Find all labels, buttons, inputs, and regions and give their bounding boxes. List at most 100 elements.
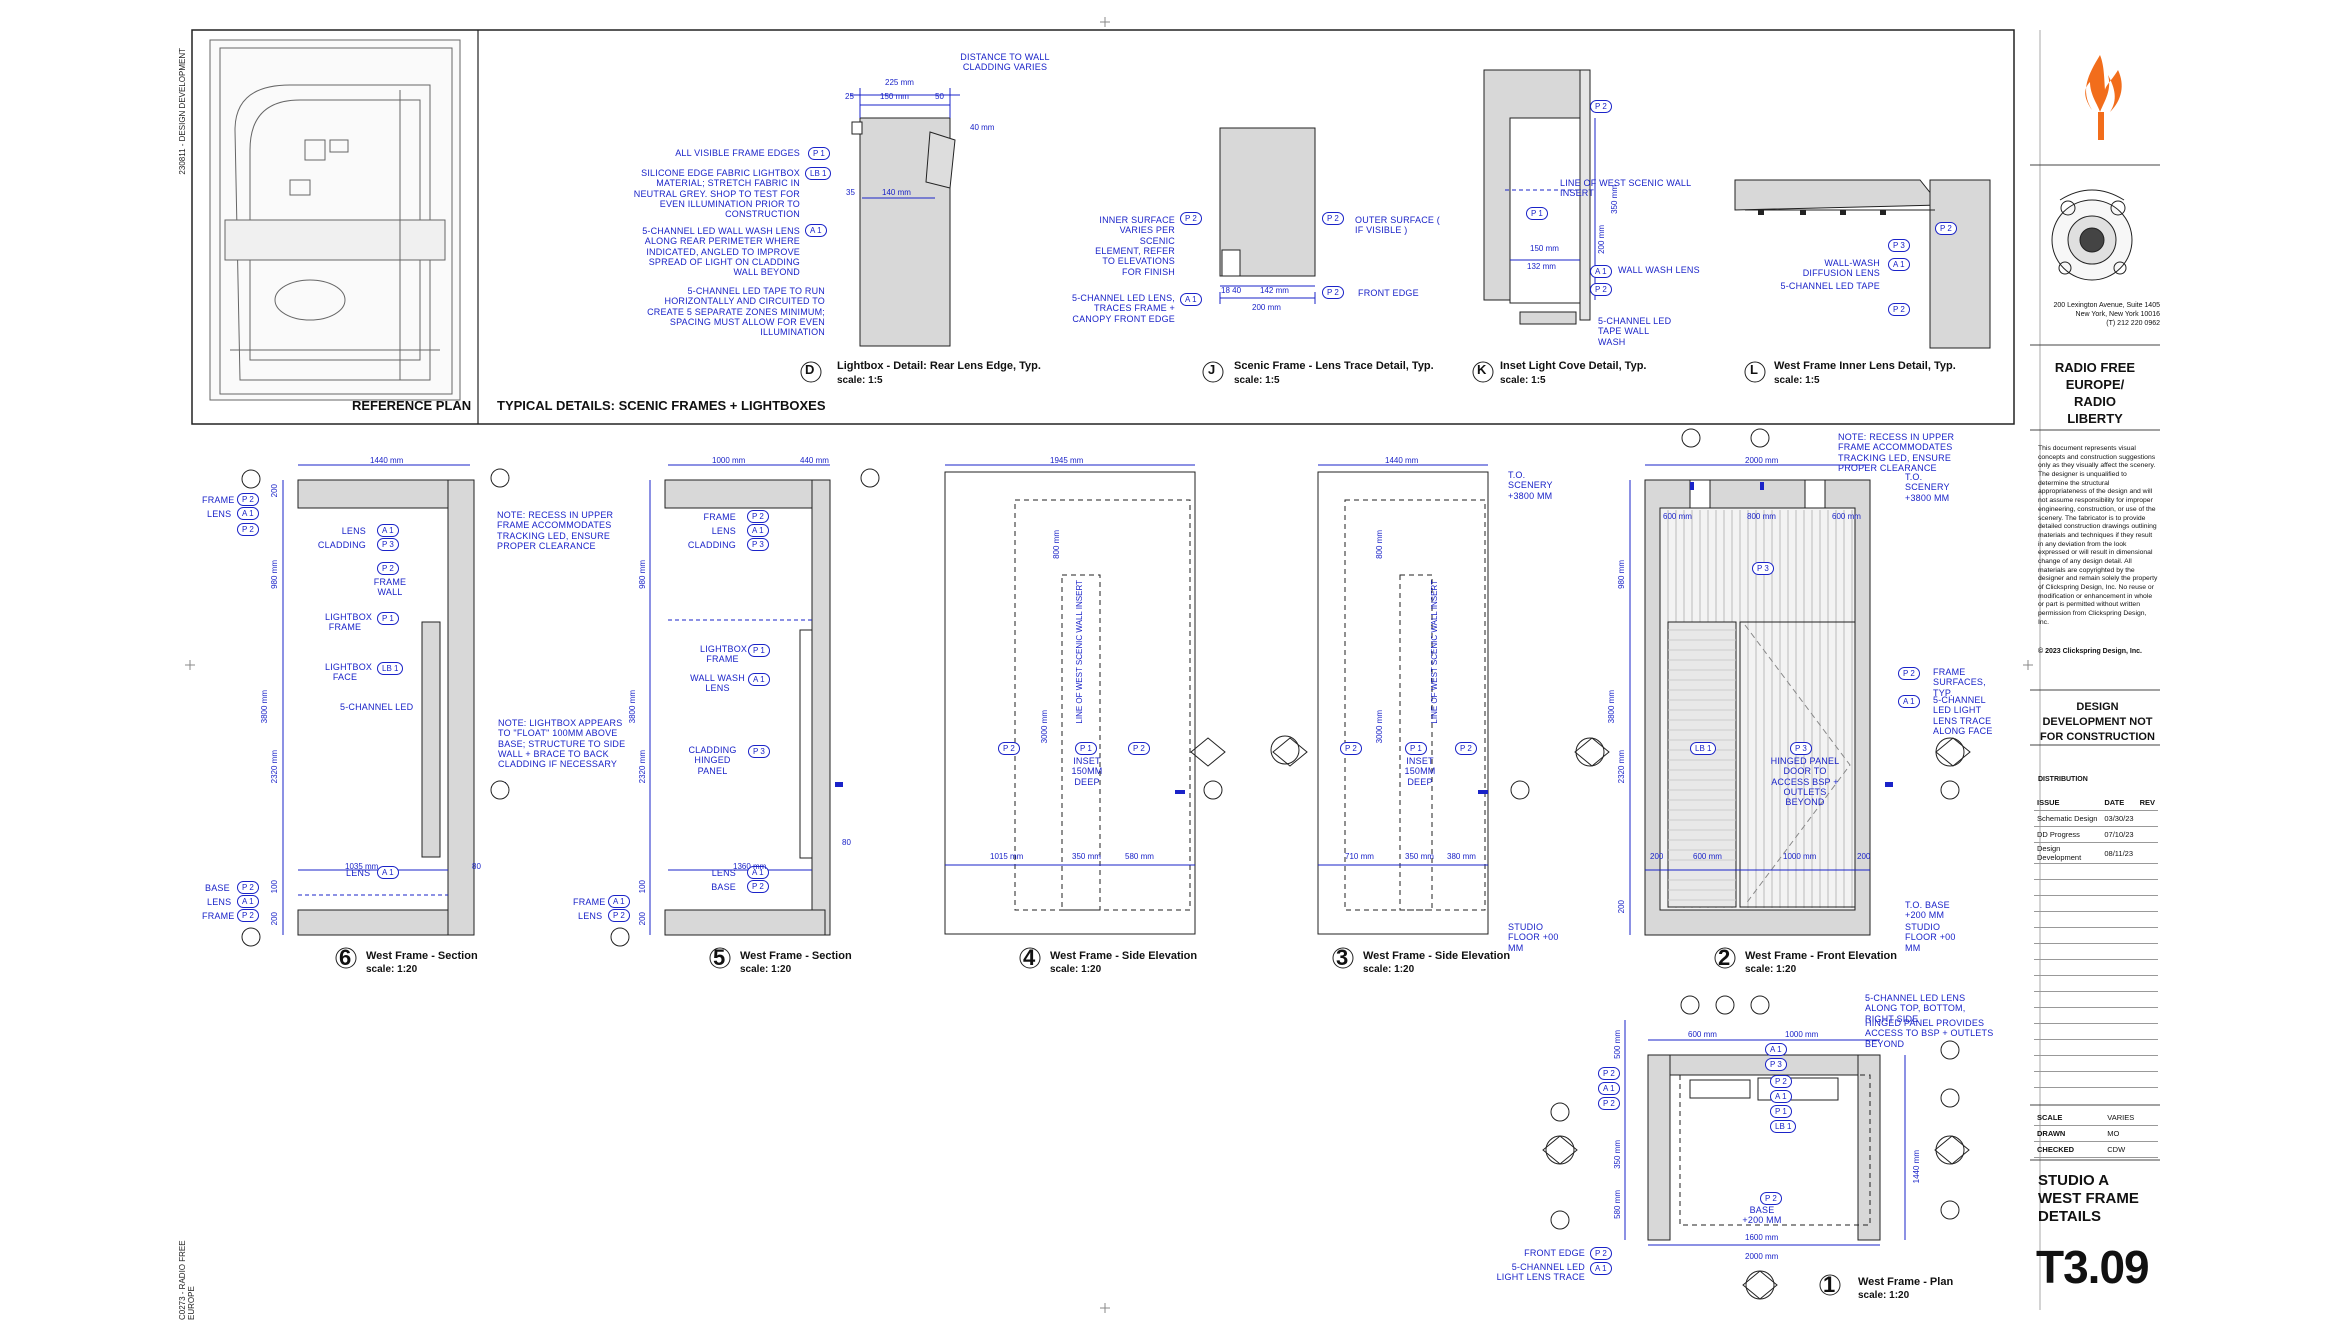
tag-p2-v1-front: P 2 — [1590, 1247, 1612, 1260]
label-cladding-v6: CLADDING — [317, 540, 366, 550]
label-base-v6: BASE — [205, 883, 230, 893]
label-lens-v5: LENS — [711, 526, 736, 536]
dim-v6-80: 80 — [472, 862, 481, 871]
dim-50: 50 — [935, 92, 944, 101]
dim-v6-1035: 1035 mm — [345, 862, 379, 871]
table-row: CHECKED CDW — [2034, 1141, 2158, 1158]
detail-d-drawing — [850, 88, 960, 347]
disclaimer-text: This document represents visual concepts… — [2038, 445, 2158, 626]
tag-p2-v4-right: P 2 — [1128, 742, 1150, 755]
client-name: RADIO FREE EUROPE/ RADIO LIBERTY — [2054, 360, 2136, 426]
dim-v2-3800: 3800 mm — [1607, 690, 1616, 724]
dim-v6-200-top: 200 — [270, 484, 279, 498]
tag-lb1-v1: LB 1 — [1770, 1120, 1797, 1133]
rev-header: REV — [2136, 795, 2158, 811]
dim-25: 25 — [845, 92, 854, 101]
label-line-insert-v3: LINE OF WEST SCENIC WALL INSERT — [1430, 580, 1439, 724]
typical-details-heading: TYPICAL DETAILS: SCENIC FRAMES + LIGHTBO… — [497, 398, 826, 413]
reference-plan-drawing — [209, 39, 461, 401]
view-1-title: West Frame - Plan — [1858, 1276, 1954, 1288]
emblem-seal-icon — [2051, 189, 2133, 281]
tag-p1-v1: P 1 — [1770, 1105, 1792, 1118]
note-j-lens: 5-CHANNEL LED LENS, TRACES FRAME + CANOP… — [1072, 293, 1175, 324]
tag-p2-v5-base: P 2 — [747, 880, 769, 893]
tag-a1-k: A 1 — [1590, 265, 1612, 278]
view-3-scale: scale: 1:20 — [1363, 964, 1415, 975]
tag-p3-v5-hinged: P 3 — [748, 745, 770, 758]
dim-35: 35 — [846, 188, 855, 197]
dim-v2-200: 200 — [1650, 852, 1664, 861]
detail-d-scale: scale: 1:5 — [837, 375, 883, 386]
dim-v1-1440: 1440 mm — [1912, 1150, 1921, 1184]
view-6-section-drawing — [282, 464, 506, 936]
note-k-line: LINE OF WEST SCENIC WALL INSERT — [1560, 178, 1691, 199]
view-1-scale: scale: 1:20 — [1858, 1290, 1910, 1301]
tag-p2-v1-left: P 2 — [1598, 1067, 1620, 1080]
dim-v1-350: 350 mm — [1613, 1140, 1622, 1169]
note-to-scenery-v2: T.O. SCENERY +3800 mm — [1905, 472, 1950, 503]
tag-p3-v2: P 3 — [1752, 562, 1774, 575]
view-marker-1 — [1819, 1274, 1841, 1296]
tag-p2-v4-left: P 2 — [998, 742, 1020, 755]
tag-p2-k-b: P 2 — [1590, 283, 1612, 296]
dim-v4-3000: 3000 mm — [1040, 710, 1049, 744]
note-v2-lens: 5-CHANNEL LED LIGHT LENS TRACE ALONG FAC… — [1933, 695, 1993, 737]
label-lens-v6-base: LENS — [207, 897, 232, 907]
view-5-section-drawing — [649, 464, 843, 936]
note-d-tape: 5-CHANNEL LED TAPE TO RUN HORIZONTALLY A… — [647, 286, 825, 338]
label-lens-v5-bottom: LENS — [711, 868, 736, 878]
dim-v4-1015: 1015 mm — [990, 852, 1024, 861]
label-frame-v6-base: FRAME — [202, 911, 235, 921]
scale-value: VARIES — [2104, 1110, 2158, 1126]
tag-p1-v5: P 1 — [748, 644, 770, 657]
table-row: Design Development 08/11/23 — [2034, 842, 2158, 864]
dim-v5-980: 980 mm — [638, 560, 647, 589]
detail-l-title: West Frame Inner Lens Detail, Typ. — [1774, 360, 1956, 372]
view-2-title: West Frame - Front Elevation — [1745, 950, 1897, 962]
dim-v4-580: 580 mm — [1125, 852, 1154, 861]
dim-j-1840: 18 40 — [1221, 286, 1242, 295]
tag-p2-l-b: P 2 — [1888, 303, 1910, 316]
dim-v1-505: 500 mm — [1613, 1030, 1622, 1059]
note-d-distance: DISTANCE TO WALL CLADDING VARIES — [960, 52, 1050, 73]
dim-j-200: 200 mm — [1252, 303, 1281, 312]
dim-v1-2000: 2000 mm — [1745, 1252, 1779, 1261]
view-1-number: 1 — [1823, 1272, 1836, 1297]
dim-k-132: 132 mm — [1527, 262, 1556, 271]
dim-v2-600-b: 600 mm — [1693, 852, 1722, 861]
note-v6-float: NOTE: LIGHTBOX APPEARS TO "FLOAT" 100mm … — [498, 718, 626, 770]
issue-name: Design Development — [2034, 842, 2102, 864]
sheet-number: T3.09 — [2036, 1241, 2150, 1293]
side-label-bottom: C0273 - RADIO FREE EUROPE — [178, 1240, 196, 1320]
tag-p1-v6: P 1 — [377, 612, 399, 625]
dim-v3-350: 350 mm — [1405, 852, 1434, 861]
note-v5-recess: NOTE: RECESS IN UPPER FRAME ACCOMMODATES… — [497, 510, 614, 552]
tag-a1-v6: A 1 — [237, 507, 259, 520]
tag-a1-v1: A 1 — [1765, 1043, 1787, 1056]
note-studio-floor-v3: STUDIO FLOOR +00 mm — [1508, 922, 1559, 953]
label-frame: FRAME — [202, 495, 235, 505]
view-marker-2 — [1714, 947, 1736, 969]
dim-v2-600: 600 mm — [1663, 512, 1692, 521]
note-v2-recess: NOTE: RECESS IN UPPER FRAME ACCOMMODATES… — [1838, 432, 1955, 474]
dim-v5-440: 440 mm — [800, 456, 829, 465]
label-lens-v6: LENS — [341, 526, 366, 536]
label-cladding-v5: CLADDING — [687, 540, 736, 550]
issue-name: DD Progress — [2034, 826, 2102, 843]
sheet-title: STUDIO A WEST FRAME DETAILS — [2038, 1172, 2139, 1225]
dim-40: 40 mm — [970, 123, 995, 132]
dim-v2-2320: 2320 mm — [1617, 750, 1626, 784]
detail-marker-k — [1472, 361, 1494, 383]
detail-marker-l — [1744, 361, 1766, 383]
issue-table-header: ISSUE DATE REV — [2034, 795, 2158, 811]
view-6-scale: scale: 1:20 — [366, 964, 418, 975]
view-5-number: 5 — [713, 945, 726, 970]
detail-j-title: Scenic Frame - Lens Trace Detail, Typ. — [1234, 360, 1434, 372]
view-5-scale: scale: 1:20 — [740, 964, 792, 975]
tag-a1-v1-left: A 1 — [1598, 1082, 1620, 1095]
label-frame-wall: FRAME WALL — [373, 577, 407, 598]
dim-v5-100: 100 — [638, 880, 647, 894]
drawn-table: SCALE VARIES DRAWN MO CHECKED CDW — [2034, 1110, 2158, 1158]
detail-k-letter: K — [1477, 362, 1487, 377]
reference-plan-heading: REFERENCE PLAN — [352, 398, 472, 413]
